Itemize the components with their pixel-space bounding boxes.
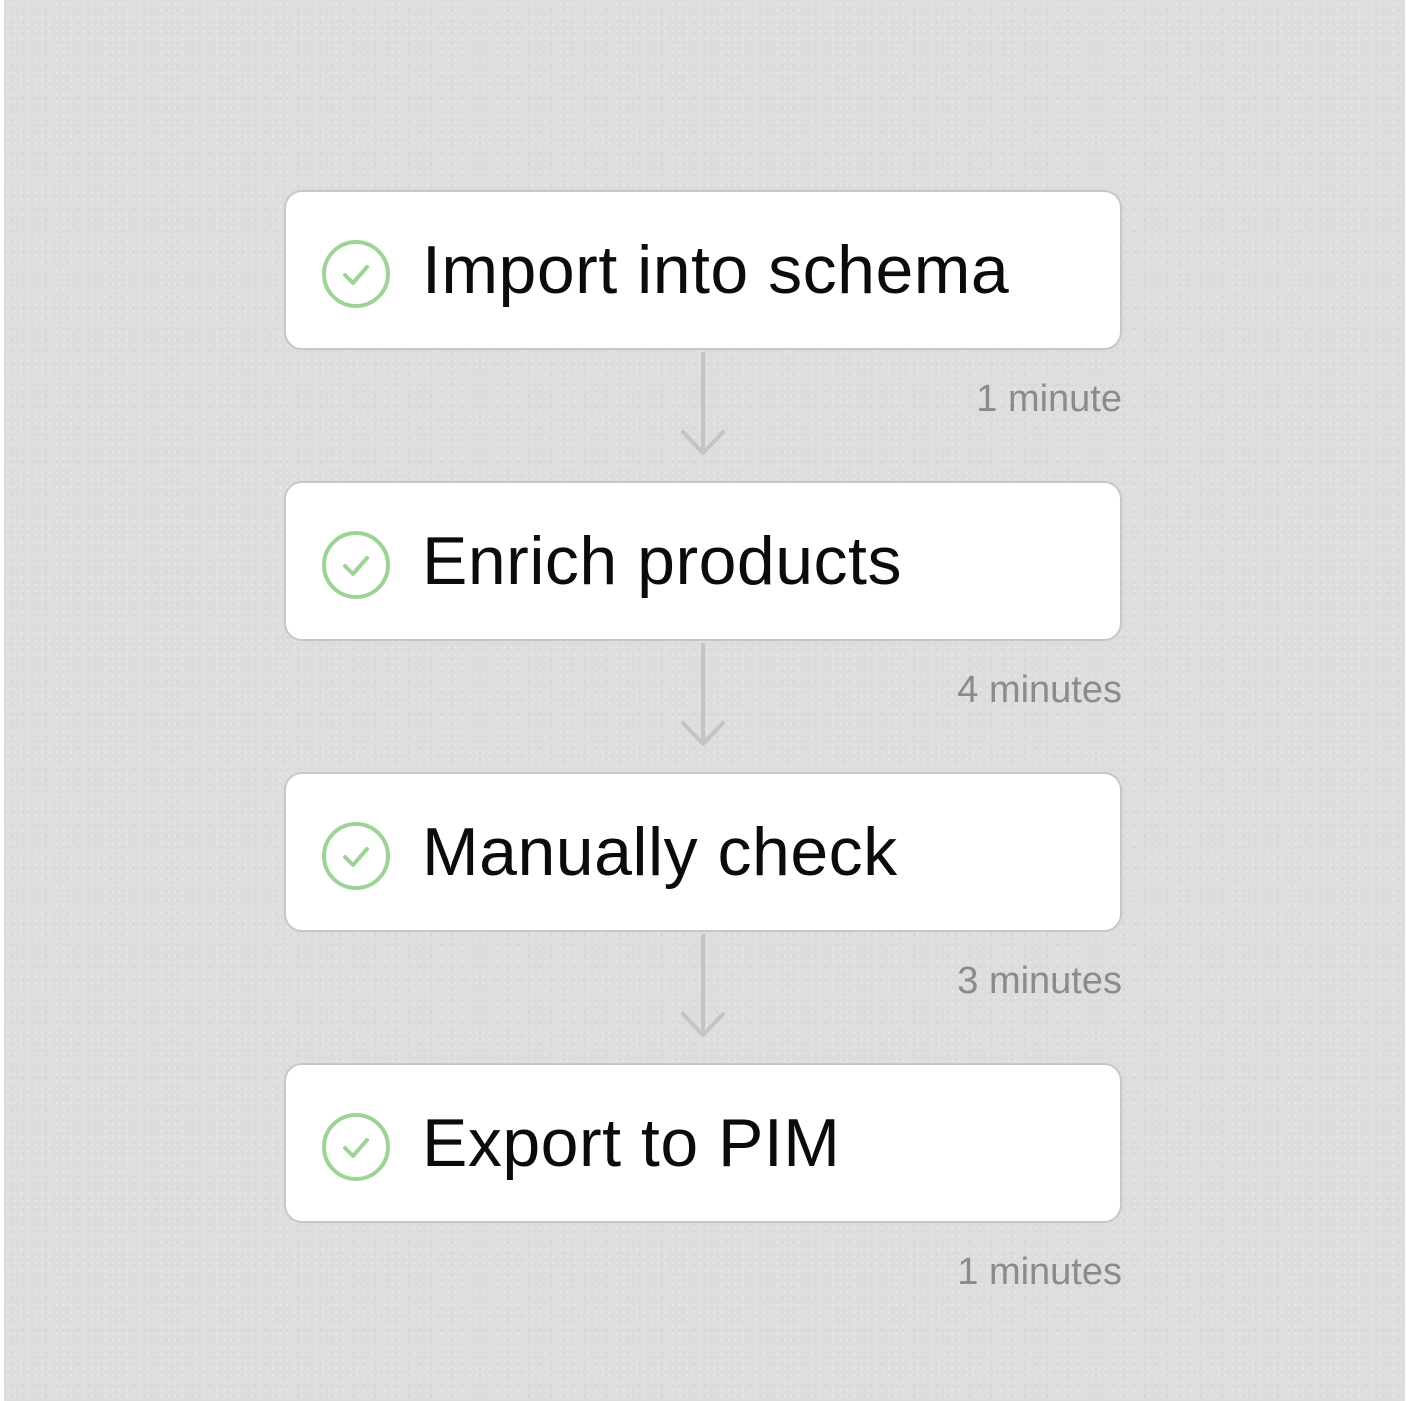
step-card-import[interactable]: Import into schema	[284, 190, 1122, 350]
step-label: Export to PIM	[422, 1105, 841, 1181]
step-label: Enrich products	[422, 523, 902, 599]
workflow-canvas: Import into schema 1 minute Enrich produ…	[4, 0, 1405, 1401]
step-label: Manually check	[422, 814, 898, 890]
step-card-enrich[interactable]: Enrich products	[284, 481, 1122, 641]
arrow-down-icon	[681, 643, 725, 746]
step-card-export[interactable]: Export to PIM	[284, 1063, 1122, 1223]
step-label: Import into schema	[422, 232, 1010, 308]
step-duration: 3 minutes	[957, 960, 1122, 1002]
check-circle-icon	[322, 240, 390, 308]
arrow-down-icon	[681, 934, 725, 1037]
step-duration: 1 minutes	[957, 1251, 1122, 1293]
step-card-manual-check[interactable]: Manually check	[284, 772, 1122, 932]
step-duration: 4 minutes	[957, 669, 1122, 711]
step-duration: 1 minute	[976, 378, 1122, 420]
check-circle-icon	[322, 1113, 390, 1181]
check-circle-icon	[322, 531, 390, 599]
arrow-down-icon	[681, 352, 725, 455]
check-circle-icon	[322, 822, 390, 890]
